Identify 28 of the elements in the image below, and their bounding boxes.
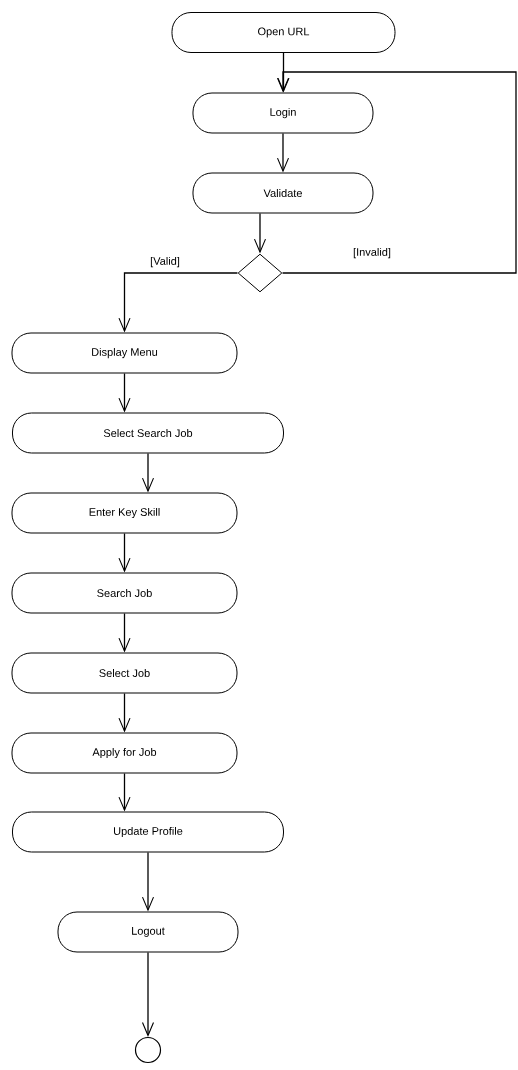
action-box: Search Job (11, 572, 238, 614)
arrow (118, 772, 131, 812)
arrow (118, 612, 131, 653)
action-box: Open URL (171, 12, 396, 53)
arrow (141, 951, 155, 1037)
arrow (253, 212, 267, 254)
arrow (277, 52, 290, 93)
action-box: Apply for Job (11, 732, 238, 774)
arrow (118, 372, 131, 413)
action-box: Validate (192, 172, 374, 214)
arrow (276, 71, 517, 274)
action-box: Select Search Job (12, 412, 284, 454)
arrow (276, 132, 290, 173)
decision-diamond (237, 253, 283, 293)
final-node (134, 1036, 162, 1064)
action-box: Login (192, 92, 374, 134)
edge-label: [Invalid] (352, 246, 392, 260)
edge-label: [Valid] (149, 255, 181, 269)
action-box: Select Job (11, 652, 238, 694)
action-box: Display Menu (11, 332, 238, 374)
action-box: Logout (57, 911, 239, 953)
arrow (118, 272, 239, 333)
arrow (118, 532, 131, 573)
arrow (141, 851, 155, 912)
arrow (141, 452, 155, 493)
action-box: Enter Key Skill (11, 492, 238, 534)
action-box: Update Profile (12, 811, 284, 853)
arrow (118, 692, 131, 733)
